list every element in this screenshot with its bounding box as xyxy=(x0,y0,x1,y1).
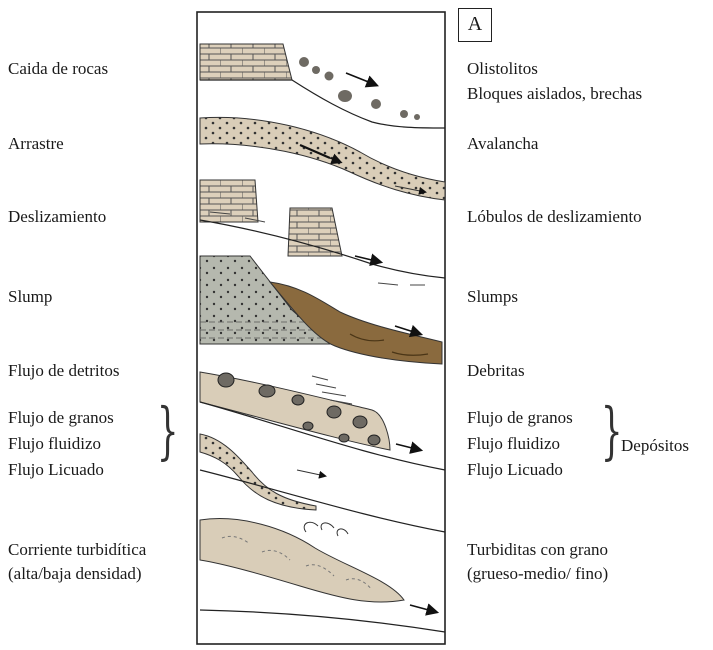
rockfall-sketch xyxy=(200,44,445,128)
grain-flow-sketch xyxy=(200,434,445,532)
turbidity-sketch xyxy=(200,519,445,632)
